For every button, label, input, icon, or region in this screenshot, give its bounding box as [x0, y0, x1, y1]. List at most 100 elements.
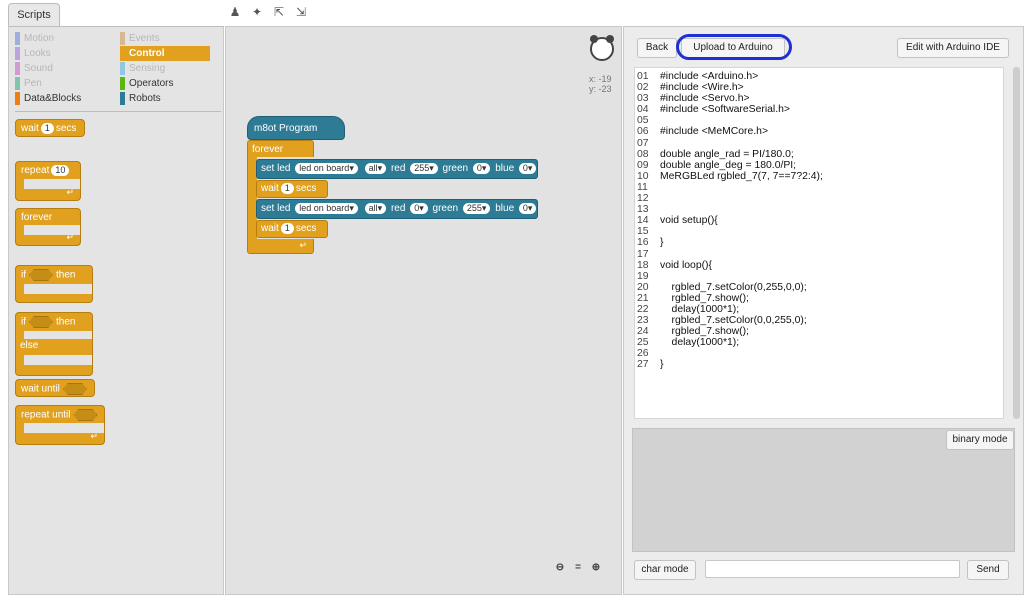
shrink-icon[interactable]: ⇲: [295, 5, 307, 19]
block-label: led: [277, 203, 291, 215]
input-value: 0: [522, 163, 528, 173]
line-number: 19: [637, 270, 649, 282]
blue-value-input[interactable]: 0▾: [518, 163, 537, 174]
line-number: 25: [637, 337, 649, 349]
stamp-icon[interactable]: ♟: [229, 5, 241, 19]
zoom-in-icon[interactable]: ⊕: [591, 562, 601, 573]
category-robots[interactable]: Robots: [120, 91, 212, 106]
led-index-dropdown[interactable]: all▾: [364, 203, 387, 214]
scissors-icon[interactable]: ✦: [251, 5, 263, 19]
line-number: 18: [637, 259, 649, 271]
category-label: Sensing: [129, 63, 166, 74]
line-number: 07: [637, 137, 649, 149]
condition-slot[interactable]: [62, 383, 87, 395]
dropdown-value: all: [368, 163, 378, 173]
c-slot: [24, 355, 92, 365]
code-line: 18 void loop(){: [635, 260, 1003, 271]
code-line: 21 rgbled_7.show();: [635, 293, 1003, 304]
top-bar: Scripts ♟ ✦ ⇱ ⇲: [0, 0, 1024, 26]
zoom-out-icon[interactable]: ⊖: [555, 562, 565, 573]
condition-slot[interactable]: [29, 316, 53, 328]
category-color-swatch: [15, 47, 20, 60]
code-editor[interactable]: 01#include <Arduino.h>02#include <Wire.h…: [634, 67, 1004, 419]
send-button[interactable]: Send: [967, 560, 1009, 580]
category-color-swatch: [15, 62, 20, 75]
binary-mode-button[interactable]: binary mode: [946, 430, 1014, 450]
code-line: 25 delay(1000*1);: [635, 337, 1003, 348]
line-number: 03: [637, 93, 649, 105]
code-text: void loop(){: [660, 259, 712, 271]
block-input[interactable]: 1: [40, 123, 54, 134]
category-label: Looks: [24, 48, 51, 59]
category-control[interactable]: Control: [120, 46, 210, 61]
red-value-input[interactable]: 0▾: [410, 203, 428, 214]
sprite-x: x: -19: [589, 74, 612, 84]
led-target-dropdown[interactable]: led on board▾: [295, 163, 358, 174]
code-line: 04#include <SoftwareSerial.h>: [635, 104, 1003, 115]
edit-with-arduino-ide-button[interactable]: Edit with Arduino IDE: [897, 38, 1009, 58]
line-number: 05: [637, 115, 649, 127]
block-forever[interactable]: forever ↵: [15, 208, 81, 246]
code-line: 26: [635, 348, 1003, 359]
condition-slot[interactable]: [73, 409, 98, 421]
category-label: Events: [129, 33, 160, 44]
code-panel: Back Upload to Arduino Edit with Arduino…: [623, 26, 1024, 595]
loop-arrow-icon: ↵: [90, 431, 98, 441]
wait-value-input[interactable]: 1: [280, 223, 294, 234]
code-text: rgbled_7.show();: [660, 326, 749, 338]
panda-sprite-icon: [590, 35, 614, 61]
led-target-dropdown[interactable]: led on board▾: [295, 203, 358, 214]
block-input[interactable]: 10: [51, 165, 70, 176]
led-index-dropdown[interactable]: all▾: [364, 163, 387, 174]
code-scrollbar[interactable]: [1013, 67, 1020, 419]
category-motion[interactable]: Motion: [15, 31, 107, 46]
block-wait-until[interactable]: wait until: [15, 379, 95, 397]
block-label: set: [261, 163, 275, 175]
block-program-hat[interactable]: m8ot Program: [247, 116, 345, 140]
category-looks[interactable]: Looks: [15, 46, 107, 61]
category-operators[interactable]: Operators: [120, 76, 212, 91]
code-line: 20 rgbled_7.setColor(0,255,0,0);: [635, 282, 1003, 293]
tab-scripts[interactable]: Scripts: [8, 3, 60, 26]
block-set-led-1[interactable]: set led led on board▾ all▾ red 255▾ gree…: [256, 159, 538, 179]
code-line: 23 rgbled_7.setColor(0,0,255,0);: [635, 315, 1003, 326]
block-set-led-2[interactable]: set led led on board▾ all▾ red 0▾ green …: [256, 199, 538, 219]
green-value-input[interactable]: 255▾: [462, 203, 491, 214]
category-events[interactable]: Events: [120, 31, 212, 46]
category-sound[interactable]: Sound: [15, 61, 107, 76]
category-color-swatch: [15, 77, 20, 90]
category-label: Motion: [24, 33, 55, 44]
block-label: led: [277, 163, 291, 175]
wait-value-input[interactable]: 1: [280, 183, 294, 194]
category-data-blocks[interactable]: Data&Blocks: [15, 91, 107, 106]
blue-value-input[interactable]: 0▾: [518, 203, 537, 214]
block-label: red: [390, 203, 406, 215]
back-button[interactable]: Back: [637, 38, 677, 58]
category-sensing[interactable]: Sensing: [120, 61, 212, 76]
code-line: 03 #include <Servo.h>: [635, 93, 1003, 104]
input-value: 255: [466, 203, 482, 213]
serial-send-input[interactable]: [705, 560, 960, 578]
code-line: 12: [635, 193, 1003, 204]
category-pen[interactable]: Pen: [15, 76, 107, 91]
code-text: #include <MeMCore.h>: [660, 126, 769, 138]
grow-icon[interactable]: ⇱: [273, 5, 285, 19]
code-text: #include <Servo.h>: [660, 93, 750, 105]
block-repeat-until[interactable]: repeat until ↵: [15, 405, 105, 445]
code-line: 05: [635, 115, 1003, 126]
green-value-input[interactable]: 0▾: [472, 163, 491, 174]
zoom-reset-button[interactable]: =: [575, 562, 581, 573]
script-area[interactable]: x: -19 y: -23 m8ot Program forever ↵ set…: [225, 26, 622, 595]
condition-slot[interactable]: [29, 269, 53, 281]
char-mode-button[interactable]: char mode: [634, 560, 696, 580]
red-value-input[interactable]: 255▾: [410, 163, 438, 174]
code-line: 16}: [635, 237, 1003, 248]
